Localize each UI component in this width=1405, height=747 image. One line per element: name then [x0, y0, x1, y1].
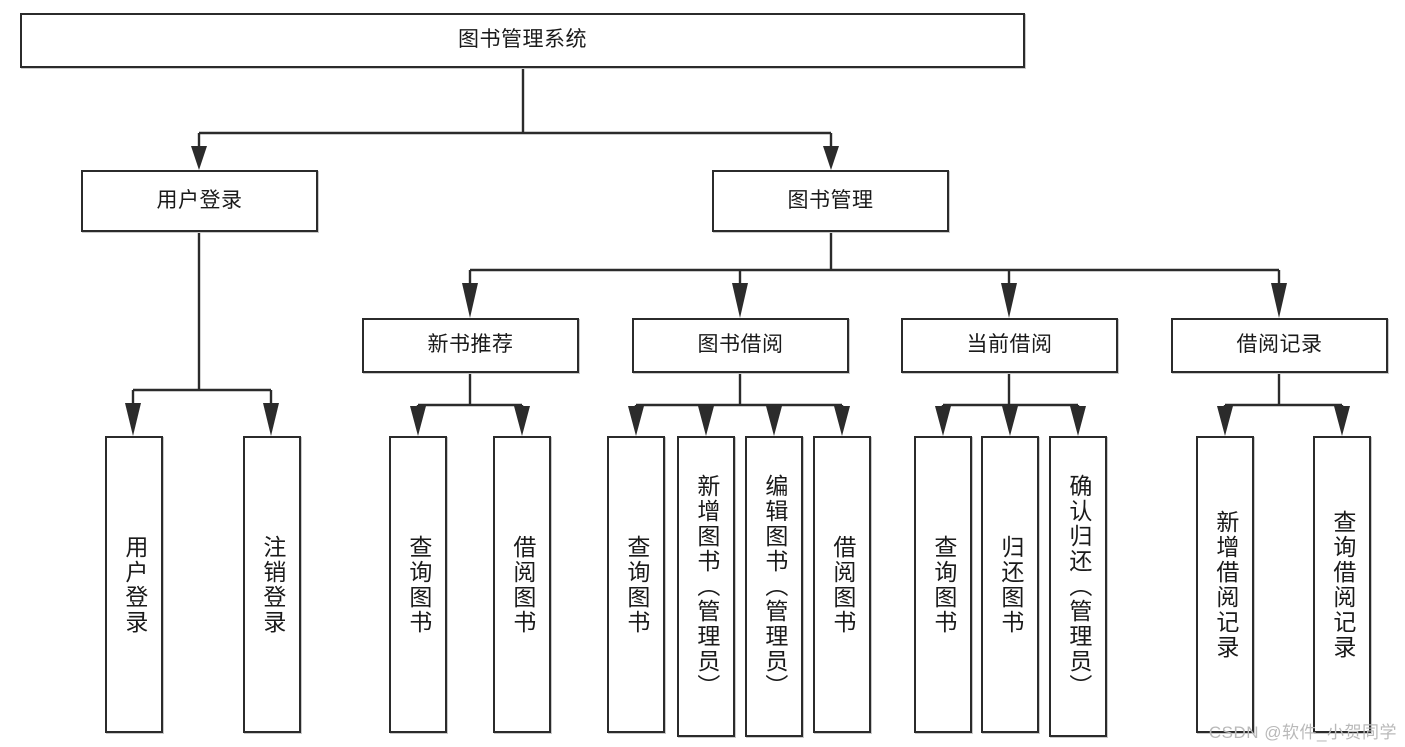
arrow-borrow-leaf4	[834, 406, 850, 436]
arrow-record-leaf2	[1334, 406, 1350, 436]
node-new-book-recommend[interactable]: 新书推荐	[362, 318, 579, 373]
node-label: 查询图书	[623, 534, 650, 635]
arrow-record-leaf1	[1217, 406, 1233, 436]
watermark: CSDN @软件_小贺同学	[1208, 723, 1397, 742]
leaf-new-book-borrow[interactable]: 借阅图书	[493, 436, 551, 733]
node-label: 借阅记录	[1236, 333, 1323, 357]
arrow-to-book-mgmt	[823, 146, 839, 170]
node-label: 查询借阅记录	[1329, 509, 1356, 660]
node-label: 新书推荐	[427, 333, 514, 357]
arrow-borrow-leaf1	[628, 406, 644, 436]
node-label: 新增借阅记录	[1212, 509, 1239, 660]
arrow-to-book-borrow	[732, 283, 748, 318]
arrow-newbook-leaf2	[514, 406, 530, 436]
node-book-management[interactable]: 图书管理	[712, 170, 949, 232]
arrow-current-leaf2	[1002, 406, 1018, 436]
node-user-login[interactable]: 用户登录	[81, 170, 318, 232]
leaf-borrow-record-add[interactable]: 新增借阅记录	[1196, 436, 1254, 733]
leaf-book-borrow-query[interactable]: 查询图书	[607, 436, 665, 733]
node-label: 图书管理系统	[458, 28, 587, 52]
arrow-to-borrow-record	[1271, 283, 1287, 318]
leaf-user-login-login[interactable]: 用户登录	[105, 436, 163, 733]
node-label: 新增图书（管理员）	[693, 474, 720, 699]
leaf-user-login-logout[interactable]: 注销登录	[243, 436, 301, 733]
node-label: 用户登录	[121, 534, 148, 635]
arrow-userlogin-leaf2	[263, 403, 279, 436]
node-label: 编辑图书（管理员）	[761, 474, 788, 699]
arrow-to-user-login	[191, 146, 207, 170]
leaf-current-borrow-return[interactable]: 归还图书	[981, 436, 1039, 733]
arrow-to-current-borrow	[1001, 283, 1017, 318]
arrow-current-leaf3	[1070, 406, 1086, 436]
node-label: 图书借阅	[697, 333, 784, 357]
leaf-new-book-query[interactable]: 查询图书	[389, 436, 447, 733]
leaf-book-borrow-borrow[interactable]: 借阅图书	[813, 436, 871, 733]
node-label: 查询图书	[930, 534, 957, 635]
node-borrow-record[interactable]: 借阅记录	[1171, 318, 1388, 373]
arrow-newbook-leaf1	[410, 406, 426, 436]
node-label: 图书管理	[787, 188, 874, 212]
node-label: 注销登录	[259, 534, 286, 635]
node-label: 当前借阅	[966, 333, 1053, 357]
leaf-current-borrow-query[interactable]: 查询图书	[914, 436, 972, 733]
arrow-to-new-book	[462, 283, 478, 318]
leaf-book-borrow-edit[interactable]: 编辑图书（管理员）	[745, 436, 803, 737]
leaf-current-borrow-confirm-return[interactable]: 确认归还（管理员）	[1049, 436, 1107, 737]
node-label: 借阅图书	[829, 534, 856, 635]
node-label: 归还图书	[997, 534, 1024, 635]
node-label: 借阅图书	[509, 534, 536, 635]
node-label: 查询图书	[405, 534, 432, 635]
node-book-borrow[interactable]: 图书借阅	[632, 318, 849, 373]
node-root-book-management-system[interactable]: 图书管理系统	[20, 13, 1025, 68]
node-label: 确认归还（管理员）	[1065, 474, 1092, 699]
leaf-borrow-record-query[interactable]: 查询借阅记录	[1313, 436, 1371, 733]
arrow-current-leaf1	[935, 406, 951, 436]
node-current-borrow[interactable]: 当前借阅	[901, 318, 1118, 373]
leaf-book-borrow-add[interactable]: 新增图书（管理员）	[677, 436, 735, 737]
node-label: 用户登录	[156, 188, 243, 212]
arrow-borrow-leaf3	[766, 406, 782, 436]
arrow-borrow-leaf2	[698, 406, 714, 436]
arrow-userlogin-leaf1	[125, 403, 141, 436]
